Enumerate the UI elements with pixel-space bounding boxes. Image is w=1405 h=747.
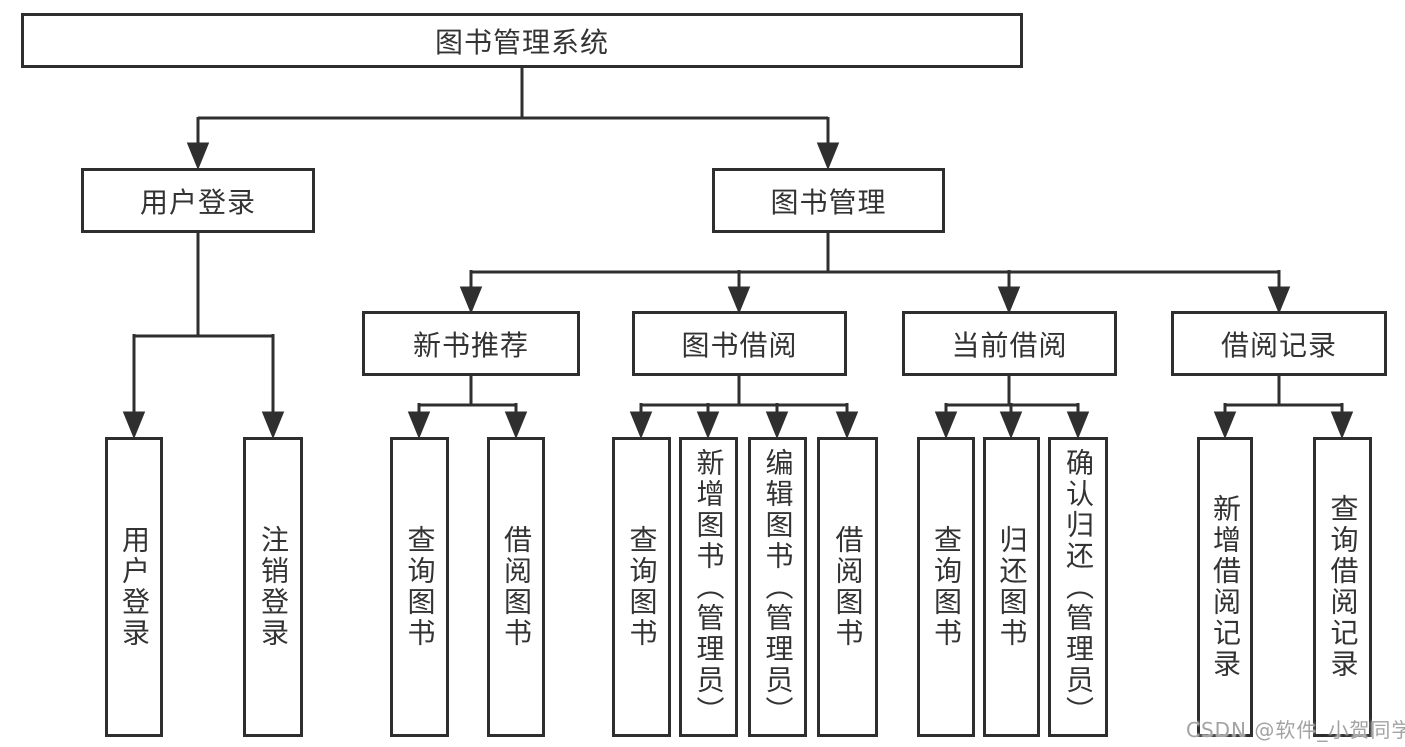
leaf-recommend-borrow-book-label: 借阅图书 — [500, 525, 533, 649]
arrowhead — [997, 286, 1021, 314]
arrowhead — [407, 411, 431, 439]
arrowhead — [1213, 411, 1237, 439]
arrowhead — [727, 286, 751, 314]
arrowhead — [122, 411, 146, 439]
node-borrow-records: 借阅记录 — [1171, 311, 1387, 376]
arrowhead — [1330, 411, 1354, 439]
node-user-login: 用户登录 — [81, 168, 315, 233]
node-current-borrow-label: 当前借阅 — [951, 328, 1068, 362]
leaf-records-query-record-label: 查询借阅记录 — [1326, 494, 1360, 680]
node-root-label: 图书管理系统 — [434, 25, 609, 59]
leaf-current-query-book-label: 查询图书 — [930, 525, 963, 649]
node-new-book-recommend: 新书推荐 — [362, 311, 580, 376]
leaf-current-confirm-return-admin-label: 确认归还（管理员） — [1062, 447, 1095, 727]
connector-root-to-level2 — [186, 68, 840, 170]
leaf-current-confirm-return-admin: 确认归还（管理员） — [1048, 437, 1108, 737]
leaf-borrow-edit-book-admin-label: 编辑图书（管理员） — [761, 447, 795, 727]
leaf-records-add-record: 新增借阅记录 — [1197, 437, 1253, 737]
leaf-borrow-query-book: 查询图书 — [612, 437, 671, 737]
connector-current-to-leaves — [934, 376, 1090, 439]
leaf-logout: 注销登录 — [243, 437, 303, 737]
node-book-management-label: 图书管理 — [770, 185, 887, 219]
arrowhead — [934, 411, 958, 439]
connector-recommend-to-leaves — [407, 376, 528, 439]
leaf-borrow-borrow-book: 借阅图书 — [817, 437, 878, 737]
arrowhead — [696, 411, 720, 439]
connector-bookmgmt-to-level3 — [459, 233, 1291, 314]
leaf-recommend-query-book-label: 查询图书 — [403, 525, 437, 649]
node-root-system: 图书管理系统 — [21, 13, 1023, 68]
csdn-watermark: CSDN @软件_小贺同学 — [1186, 718, 1405, 742]
leaf-current-return-book-label: 归还图书 — [995, 525, 1029, 649]
arrowhead — [629, 411, 653, 439]
leaf-recommend-borrow-book: 借阅图书 — [487, 437, 545, 737]
leaf-user-login-label: 用户登录 — [118, 525, 151, 649]
leaf-records-query-record: 查询借阅记录 — [1313, 437, 1372, 737]
leaf-borrow-edit-book-admin: 编辑图书（管理员） — [748, 437, 807, 737]
leaf-borrow-add-book-admin: 新增图书（管理员） — [679, 437, 738, 737]
leaf-borrow-add-book-admin-label: 新增图书（管理员） — [692, 447, 726, 727]
leaf-current-return-book: 归还图书 — [983, 437, 1040, 737]
arrowhead — [504, 411, 528, 439]
node-borrow-records-label: 借阅记录 — [1220, 328, 1337, 362]
arrowhead — [999, 411, 1023, 439]
leaf-borrow-borrow-book-label: 借阅图书 — [831, 525, 865, 649]
arrowhead — [1066, 411, 1090, 439]
arrowhead — [186, 142, 210, 170]
arrowhead — [261, 411, 285, 439]
arrowhead — [765, 411, 789, 439]
leaf-logout-label: 注销登录 — [257, 525, 290, 649]
node-new-book-recommend-label: 新书推荐 — [412, 328, 529, 362]
arrowhead — [835, 411, 859, 439]
node-user-login-label: 用户登录 — [139, 185, 256, 219]
arrowhead — [459, 286, 483, 314]
node-book-borrow-label: 图书借阅 — [681, 328, 798, 362]
arrowhead — [1267, 286, 1291, 314]
leaf-borrow-query-book-label: 查询图书 — [625, 525, 659, 649]
leaf-user-login: 用户登录 — [105, 437, 163, 737]
connector-records-to-leaves — [1213, 376, 1354, 439]
node-book-management: 图书管理 — [712, 168, 945, 233]
connector-userlogin-to-leaves — [122, 233, 285, 439]
connector-borrow-to-leaves — [629, 376, 859, 439]
arrowhead — [816, 142, 840, 170]
leaf-recommend-query-book: 查询图书 — [390, 437, 449, 737]
leaf-records-add-record-label: 新增借阅记录 — [1209, 494, 1242, 680]
node-book-borrow: 图书借阅 — [632, 311, 847, 376]
leaf-current-query-book: 查询图书 — [917, 437, 975, 737]
node-current-borrow: 当前借阅 — [902, 311, 1117, 376]
